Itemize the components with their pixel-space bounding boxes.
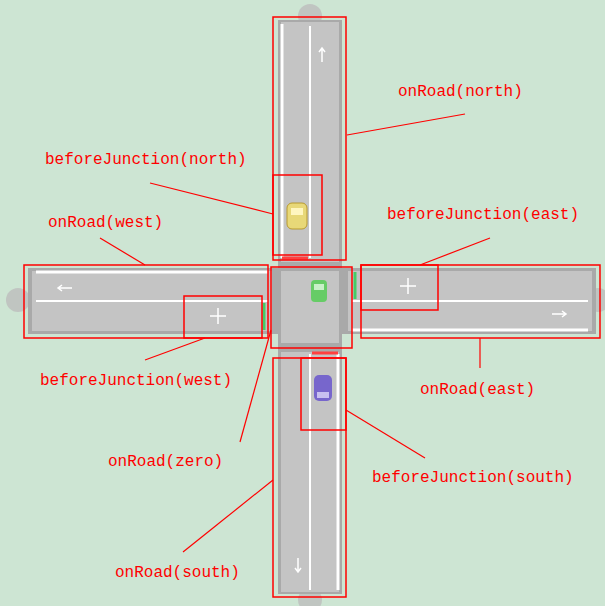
vehicles	[287, 203, 332, 401]
region-label: beforeJunction(south)	[372, 468, 574, 488]
lane-arrows	[58, 48, 566, 572]
region-label: onRoad(zero)	[108, 452, 223, 472]
region-boxes	[24, 17, 600, 597]
roads	[28, 20, 596, 594]
lane-markings	[36, 24, 588, 590]
region-label: beforeJunction(east)	[387, 205, 579, 225]
road-end-marks	[6, 4, 605, 606]
region-label: beforeJunction(west)	[40, 371, 232, 391]
region-label: onRoad(north)	[398, 82, 523, 102]
region-label: beforeJunction(north)	[45, 150, 247, 170]
region-label: onRoad(west)	[48, 213, 163, 233]
region-label: onRoad(south)	[115, 563, 240, 583]
region-label: onRoad(east)	[420, 380, 535, 400]
